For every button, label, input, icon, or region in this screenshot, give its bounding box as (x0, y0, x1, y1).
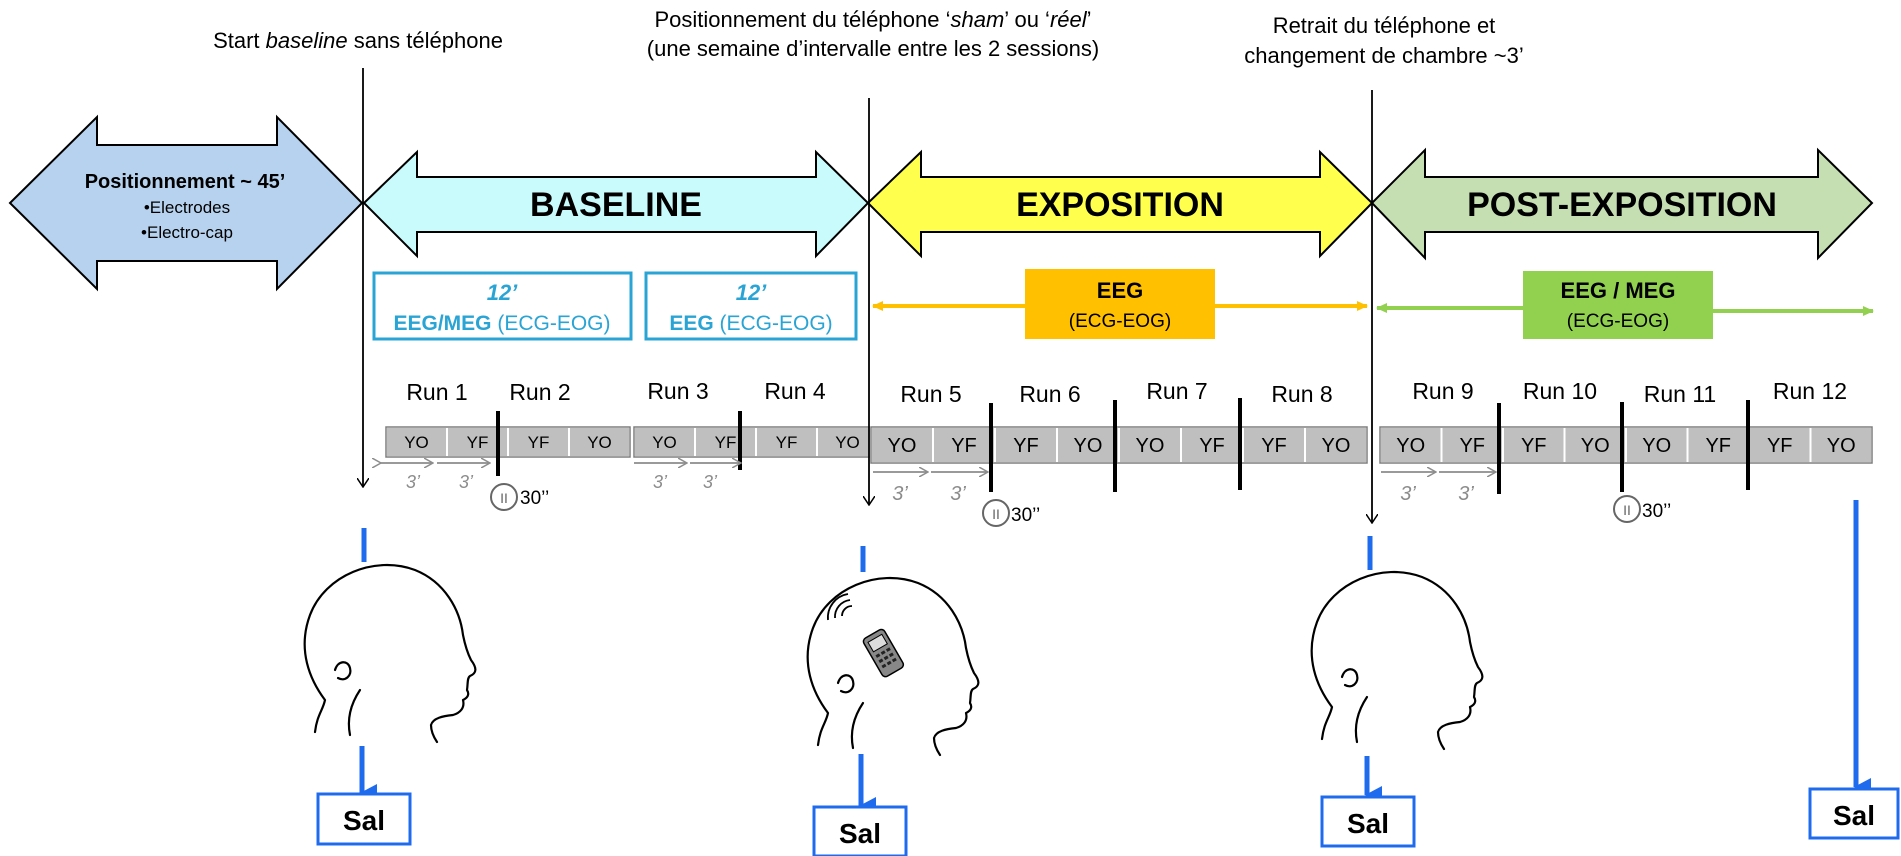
run-cell-label: YF (951, 435, 977, 457)
exposition-recording-box (1025, 269, 1215, 339)
setup-item-electrocap: •Electro-cap (141, 223, 233, 242)
signal-waves-icon (827, 593, 853, 621)
setup-phase-title: Positionnement ~ 45’ (85, 171, 286, 193)
duration-label: 3’ (459, 472, 474, 492)
run-cell-label: YF (1199, 435, 1225, 457)
run-cell-label: YF (528, 433, 550, 452)
duration-label: 3’ (406, 472, 421, 492)
duration-label: 3’ (1458, 483, 1474, 505)
run-label-3: Run 3 (647, 378, 708, 404)
post-recording-sublabel: (ECG-EOG) (1567, 311, 1669, 332)
baseline-phase-title: BASELINE (530, 186, 702, 224)
run-cell-label: YF (1459, 435, 1485, 457)
run-cell-label: YO (1136, 435, 1165, 457)
duration-label: 3’ (950, 483, 966, 505)
run-label-12: Run 12 (1773, 378, 1847, 404)
saliva-box-2 (812, 805, 908, 856)
run-cell (507, 426, 570, 458)
baseline-recording-1-label: EEG/MEG (ECG-EOG) (393, 312, 610, 335)
exposition-phase-title: EXPOSITION (1016, 186, 1224, 224)
run-cell-label: YO (1581, 435, 1610, 457)
pause-marker: II 30’’ (982, 499, 1040, 527)
run-cell-label: YF (776, 433, 798, 452)
run-cell-label: YO (888, 435, 917, 457)
saliva-label: Sal (343, 805, 385, 836)
start-annotation: Start baseline sans téléphone (213, 28, 503, 53)
saliva-label: Sal (839, 818, 881, 849)
saliva-label: Sal (1833, 800, 1875, 831)
run-cell-label: YO (1322, 435, 1351, 457)
phone-position-annotation: Positionnement du téléphone ‘sham’ ou ‘r… (654, 7, 1091, 32)
head-baseline-icon (303, 563, 477, 744)
run-cell-label: YF (1521, 435, 1547, 457)
run-label-10: Run 10 (1523, 378, 1597, 404)
saliva-label: Sal (1347, 808, 1389, 839)
run-cells: YO YF YF YO YO YF YF YO YO YF YF YO YO YF YF YO YO YF YF YO… (385, 426, 1873, 464)
duration-label: 3’ (653, 472, 668, 492)
run-label-2: Run 2 (509, 379, 570, 405)
run-label-5: Run 5 (900, 381, 961, 407)
duration-label: 3’ (1400, 483, 1416, 505)
run-strip-border (1379, 426, 1873, 464)
retrait-annotation: Retrait du téléphone et (1273, 13, 1496, 38)
pause-label: 30’’ (1011, 505, 1040, 526)
run-label-8: Run 8 (1271, 381, 1332, 407)
run-cell-label: YO (1396, 435, 1425, 457)
duration-label: 3’ (703, 472, 718, 492)
saliva-box-3 (1320, 795, 1416, 848)
run-cell-label: YF (1261, 435, 1287, 457)
run-cell-label: YF (1705, 435, 1731, 457)
retrait-annotation-line2: changement de chambre ~3’ (1244, 43, 1523, 68)
post-exposition-phase-arrow (1370, 147, 1874, 261)
saliva-box-4 (1808, 787, 1900, 840)
run-cell-label: YO (652, 433, 677, 452)
pause-icon: II (500, 490, 508, 506)
baseline-recording-box-2 (644, 271, 858, 341)
setup-phase-arrow (8, 114, 364, 292)
run-cell-label: YF (1013, 435, 1039, 457)
run-label-9: Run 9 (1412, 378, 1473, 404)
run-cell-label: YO (404, 433, 429, 452)
run-cell-label: YO (587, 433, 612, 452)
pause-icon: II (1623, 502, 1631, 518)
post-recording-label: EEG / MEG (1561, 278, 1676, 303)
baseline-recording-1-duration: 12’ (487, 280, 518, 305)
run-cell-label: YO (835, 433, 860, 452)
pause-label: 30’’ (520, 488, 549, 509)
run-cell-label: YO (1074, 435, 1103, 457)
run-label-7: Run 7 (1146, 378, 1207, 404)
phone-icon (862, 628, 905, 678)
pause-label: 30’’ (1642, 501, 1671, 522)
exposition-recording-label: EEG (1097, 278, 1143, 303)
run-cell-label: YF (1767, 435, 1793, 457)
pause-icon: II (992, 506, 1000, 522)
baseline-recording-2-label: EEG (ECG-EOG) (669, 312, 832, 335)
baseline-recording-box-1 (372, 271, 633, 341)
baseline-recording-2-duration: 12’ (736, 280, 767, 305)
pause-marker: II 30’’ (1613, 495, 1671, 523)
run-label-11: Run 11 (1644, 381, 1716, 407)
run-label-4: Run 4 (764, 378, 826, 404)
run-cell-label: YO (1642, 435, 1671, 457)
duration-markers (380, 463, 1495, 472)
post-recording-box (1523, 271, 1713, 339)
saliva-box-1 (316, 792, 412, 846)
post-exposition-phase-title: POST-EXPOSITION (1467, 186, 1777, 224)
run-cell-label: YO (1827, 435, 1856, 457)
exposition-recording-sublabel: (ECG-EOG) (1069, 311, 1171, 332)
run-cell-label: YF (467, 433, 489, 452)
head-post-icon (1310, 570, 1484, 751)
setup-item-electrodes: •Electrodes (144, 198, 230, 217)
run-label-1: Run 1 (406, 379, 467, 405)
run-strip-border (870, 426, 1368, 464)
pause-marker: II 30’’ (490, 483, 549, 511)
phone-position-annotation-line2: (une semaine d’intervalle entre les 2 se… (647, 36, 1099, 61)
run-cell-label: YF (715, 433, 737, 452)
run-strip-border (385, 426, 631, 458)
duration-label: 3’ (892, 483, 908, 505)
run-label-6: Run 6 (1019, 381, 1080, 407)
